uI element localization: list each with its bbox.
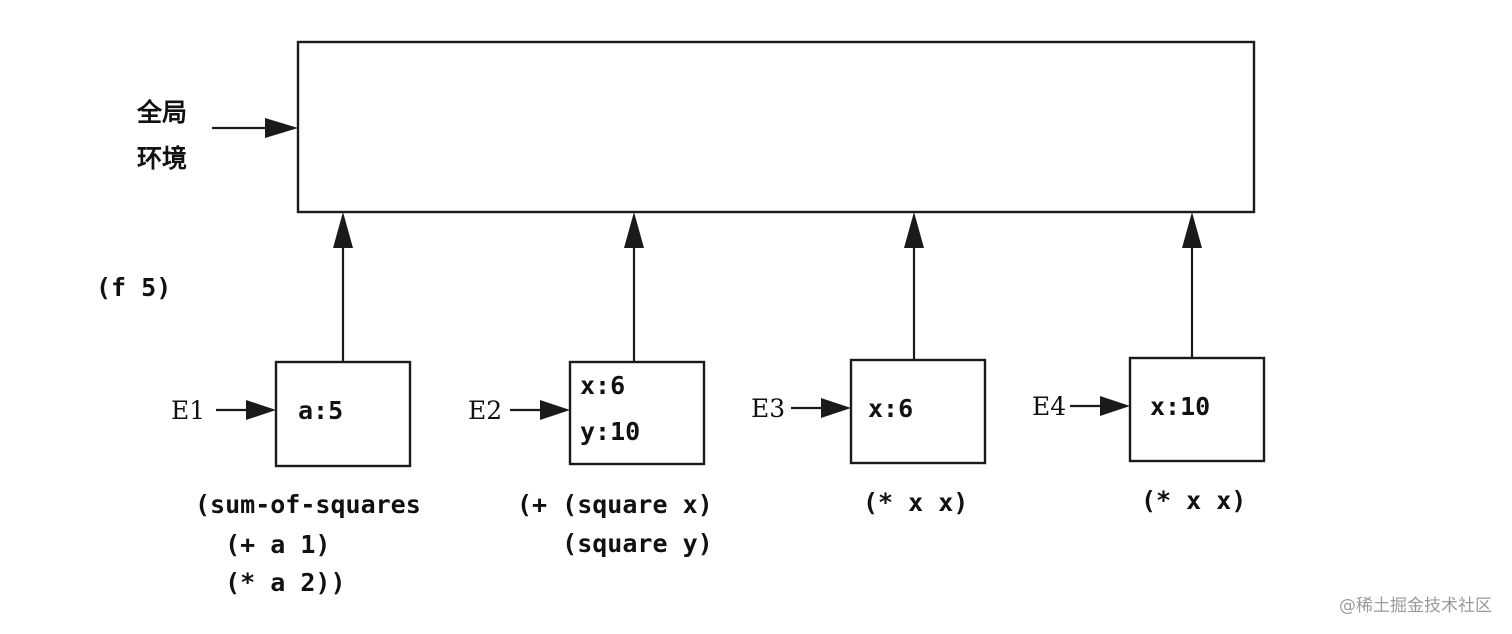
frame-e4-parent-arrowhead bbox=[1182, 212, 1202, 248]
frame-e3-body-line1: (* x x) bbox=[863, 488, 968, 517]
frame-e4-pointer-arrowhead bbox=[1100, 396, 1130, 416]
frame-e4-name: E4 bbox=[1032, 392, 1066, 421]
frame-e1-pointer-arrowhead bbox=[246, 400, 276, 420]
frame-e1-name: E1 bbox=[171, 396, 205, 425]
global-env-label-line2: 环境 bbox=[137, 144, 187, 173]
frame-e1-body-line1: (sum-of-squares bbox=[195, 490, 421, 519]
frame-e1-binding-a: a:5 bbox=[298, 396, 343, 425]
frame-e2-body-line1: (+ (square x) bbox=[517, 490, 713, 519]
frame-e4-binding-x: x:10 bbox=[1150, 392, 1210, 421]
global-environment-box bbox=[296, 40, 1256, 214]
frame-e3-parent-arrowhead bbox=[904, 212, 924, 248]
frame-e4-body-line1: (* x x) bbox=[1141, 486, 1246, 515]
frame-e3-name: E3 bbox=[751, 394, 785, 423]
frame-e2: E2 x:6 y:10 (+ (square x) (square y) bbox=[468, 212, 713, 558]
frame-e3-pointer-arrowhead bbox=[821, 398, 851, 418]
frame-e1-body-line3: (* a 2)) bbox=[195, 568, 346, 597]
frame-e1-parent-arrowhead bbox=[333, 212, 353, 248]
frame-e2-parent-arrowhead bbox=[624, 212, 644, 248]
global-env-pointer-arrowhead bbox=[265, 118, 298, 138]
frame-e3-binding-x: x:6 bbox=[868, 394, 913, 423]
frame-e2-body-line2: (square y) bbox=[517, 529, 713, 558]
frame-e3: E3 x:6 (* x x) bbox=[751, 212, 987, 517]
frame-e1-box bbox=[274, 360, 412, 468]
frame-e4: E4 x:10 (* x x) bbox=[1032, 212, 1266, 515]
frame-e1-body-line2: (+ a 1) bbox=[195, 530, 330, 559]
global-env-label-line1: 全局 bbox=[136, 98, 187, 127]
call-expression: (f 5) bbox=[96, 273, 171, 302]
frame-e2-box bbox=[568, 360, 706, 466]
frame-e1: E1 a:5 (sum-of-squares (+ a 1) (* a 2)) bbox=[171, 212, 421, 597]
frame-e2-name: E2 bbox=[468, 396, 502, 425]
watermark: @稀土掘金技术社区 bbox=[1339, 596, 1492, 616]
frame-e3-box bbox=[849, 358, 987, 465]
frame-e4-box bbox=[1128, 356, 1266, 463]
frame-e2-binding-y: y:10 bbox=[580, 417, 640, 446]
frame-e2-pointer-arrowhead bbox=[540, 400, 570, 420]
frame-e2-binding-x: x:6 bbox=[580, 371, 625, 400]
